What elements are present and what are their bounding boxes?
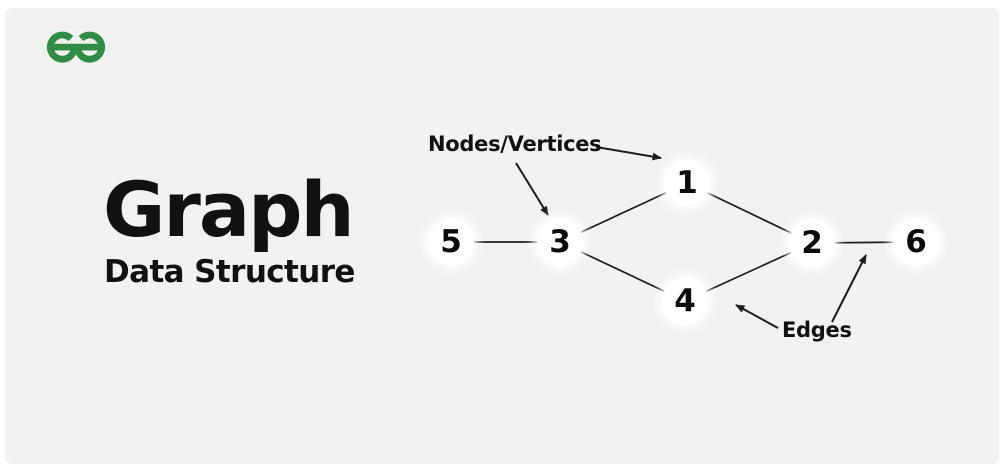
page-subtitle: Data Structure — [104, 254, 355, 290]
edges-label: Edges — [782, 318, 852, 342]
arrow-edges-label-to-edge-4-2 — [735, 304, 779, 329]
edge-3-4 — [559, 241, 686, 302]
edge-1-2 — [686, 182, 813, 244]
gfg-logo-glyphs — [46, 31, 106, 63]
arrow-nodes-label-to-node-3 — [515, 162, 549, 216]
edge-3-1 — [559, 182, 688, 243]
title-block: Graph Data Structure — [103, 172, 355, 288]
edge-4-2 — [684, 242, 813, 302]
edge-2-6 — [811, 241, 917, 244]
geeksforgeeks-logo — [46, 31, 106, 63]
page-title: Graph — [103, 165, 355, 254]
arrow-edges-label-to-edge-2-6 — [831, 254, 867, 323]
arrow-nodes-label-to-node-1 — [595, 146, 662, 161]
nodes-vertices-label: Nodes/Vertices — [428, 132, 602, 156]
